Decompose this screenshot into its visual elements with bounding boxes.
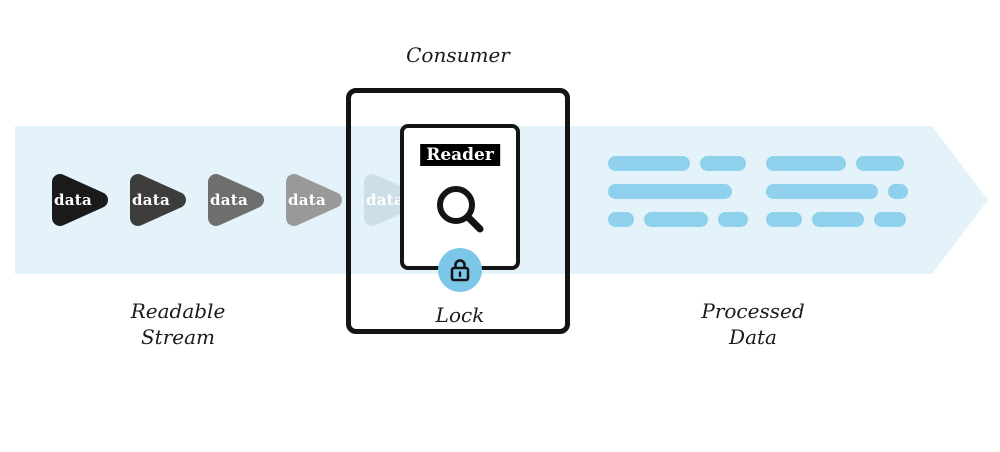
processed-row [608,156,748,171]
processed-row [608,212,748,227]
lock-badge [438,248,482,292]
data-arrow: data [360,170,426,230]
data-arrow-shape [130,174,186,226]
data-arrow-label: data [53,191,93,209]
processed-row [766,212,908,227]
processed-group [608,156,748,240]
data-arrow-shape [52,174,108,226]
data-arrow-label: data [209,191,249,209]
processed-data-label-line1: Processed [701,299,805,323]
readable-stream-label-line1: Readable [130,299,226,323]
consumer-label: Consumer [406,43,510,67]
processed-data-label: Processed Data [673,298,833,351]
processed-bar [812,212,864,227]
processed-bar [718,212,748,227]
data-arrow-shape [208,174,264,226]
processed-group [766,156,908,240]
search-icon [437,186,484,233]
processed-bar [888,184,908,199]
data-arrow-label: data [131,191,171,209]
processed-row [766,184,908,199]
processed-bar [608,184,732,199]
readable-stream-label-line2: Stream [140,325,216,350]
lock-icon [450,259,470,282]
consumer-box [346,88,570,334]
readable-stream-label: Readable Stream [98,298,258,351]
data-arrow: data [282,170,348,230]
data-arrow: data [126,170,192,230]
processed-bar [608,156,690,171]
reader-label: Reader [420,144,500,166]
processed-bar [766,212,802,227]
processed-row [766,156,908,171]
processed-data-label-line2: Data [729,325,777,350]
data-arrow-label: data [287,191,327,209]
data-arrow: data [48,170,114,230]
processed-row [608,184,748,199]
reader-box: Reader [400,124,520,292]
processed-bar [608,212,634,227]
processed-bar [644,212,708,227]
data-arrow-shape [364,174,420,226]
processed-bar [766,184,878,199]
processed-bar [766,156,846,171]
data-arrow-label: data [365,191,405,209]
processed-bar [856,156,904,171]
data-arrow-shape [286,174,342,226]
data-arrow: data [204,170,270,230]
processed-data [608,156,908,240]
processed-bar [700,156,746,171]
processed-bar [874,212,906,227]
lock-label: Lock [435,303,485,327]
